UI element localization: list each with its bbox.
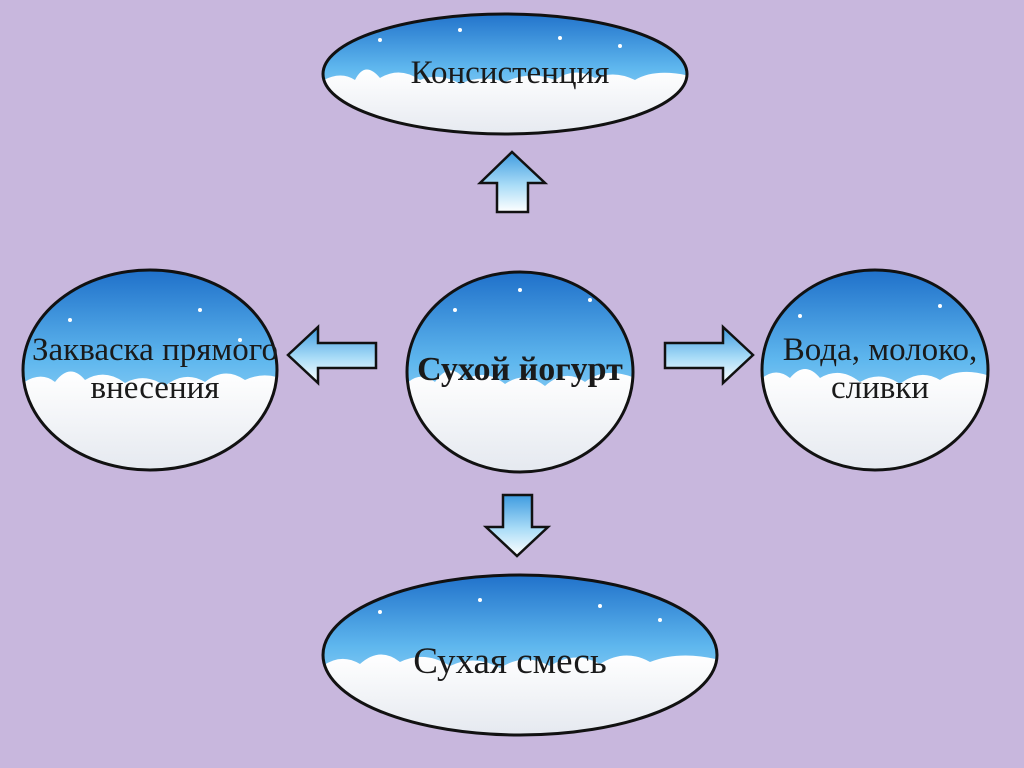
arrow-down <box>482 493 552 558</box>
node-consistency <box>321 12 689 136</box>
arrow-up <box>476 150 549 214</box>
arrow-left <box>286 324 378 386</box>
node-starter-culture <box>21 268 279 472</box>
arrow-right <box>663 324 755 386</box>
node-dry-mix <box>321 573 719 737</box>
node-water-milk-cream <box>760 268 990 472</box>
node-dry-yogurt <box>405 270 635 474</box>
